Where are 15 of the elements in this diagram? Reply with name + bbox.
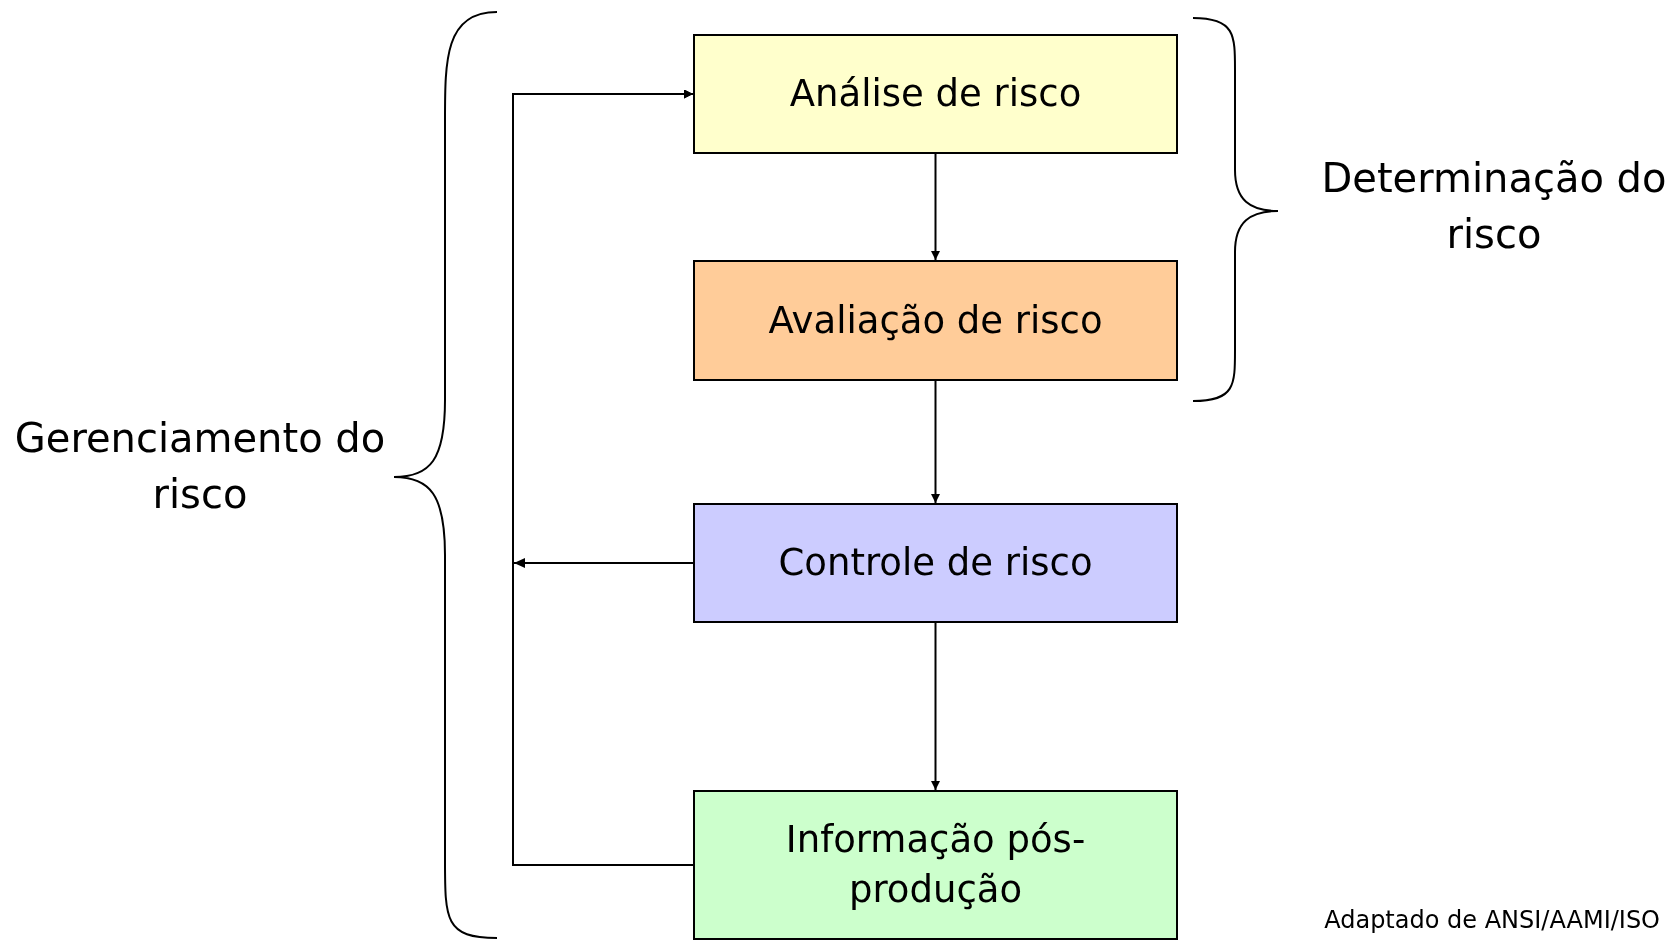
source-note: Adaptado de ANSI/AAMI/ISO (1323, 905, 1661, 936)
arrow (931, 622, 940, 791)
arrow (512, 89, 694, 866)
box-label: Avaliação de risco (768, 297, 1103, 344)
process-box (693, 503, 1178, 623)
box-label: Controle de risco (778, 540, 1093, 587)
process-box (693, 790, 1178, 940)
box-label: Informação pós-produção (785, 817, 1086, 913)
arrow (931, 380, 940, 504)
box-label: Análise de risco (789, 71, 1082, 118)
brace-label: Determinação do risco (1320, 154, 1668, 259)
process-box (693, 34, 1178, 154)
process-box (693, 260, 1178, 381)
brace-label: Gerenciamento do risco (13, 414, 387, 519)
arrow (931, 153, 940, 261)
